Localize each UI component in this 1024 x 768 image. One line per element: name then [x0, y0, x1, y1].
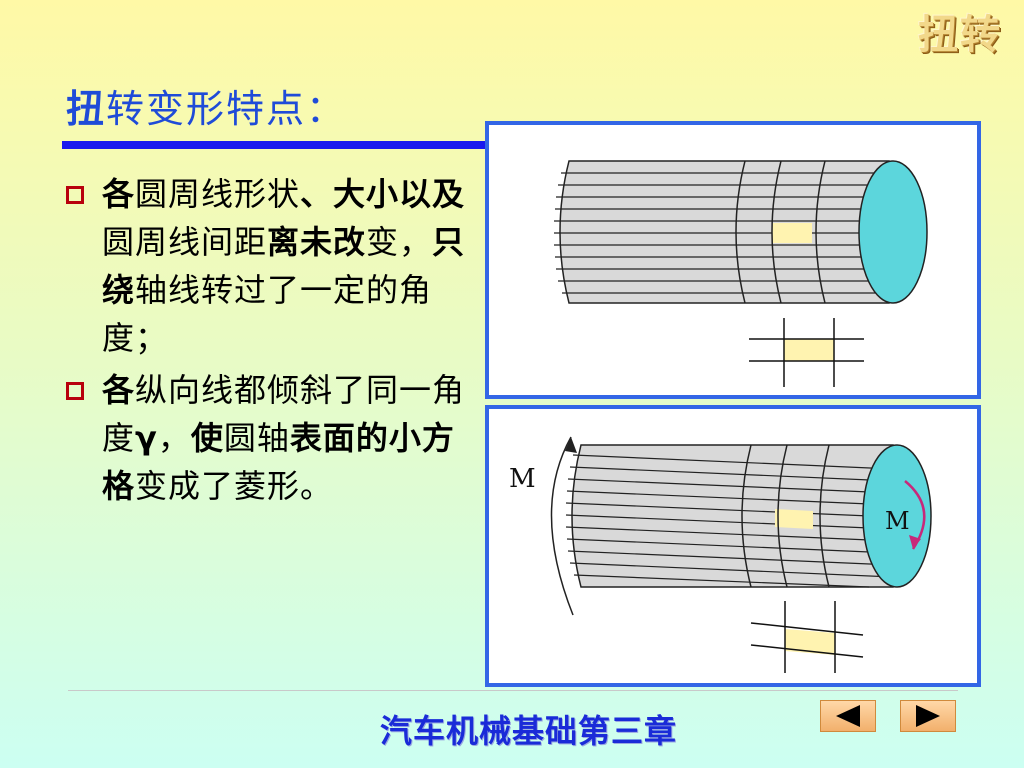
bullet-segment: 各 [102, 175, 136, 213]
square-bullet-icon [66, 382, 84, 400]
bullet-segment: 圆周线形状 [135, 175, 301, 213]
previous-slide-button[interactable] [820, 700, 876, 732]
bullet-item: 各圆周线形状、大小以及圆周线间距离未改变，只绕轴线转过了一定的角度； [66, 170, 471, 362]
moment-label-left: M [509, 464, 536, 494]
twisted-shaft-illustration: M M [509, 436, 932, 673]
footer-chapter-title: 汽车机械基础第三章 [380, 712, 678, 750]
moment-label-end: M [885, 507, 910, 535]
triangle-right-icon [916, 705, 940, 727]
triangle-left-icon [836, 705, 860, 727]
figure-undeformed-shaft [485, 121, 981, 399]
figure-twisted-shaft: M M [485, 405, 981, 687]
bullet-segment: 使 [190, 419, 224, 457]
bullet-segment: 圆轴 [223, 419, 290, 457]
page-title-rest: 转变形特点： [106, 87, 347, 131]
bullet-item: 各纵向线都倾斜了同一角度γ，使圆轴表面的小方格变成了菱形。 [66, 366, 471, 510]
bullet-text: 各圆周线形状、大小以及圆周线间距离未改变，只绕轴线转过了一定的角度； [102, 170, 471, 362]
bullet-segment: 变成了菱形。 [135, 467, 334, 505]
page-title: 扭转变形特点： [66, 78, 346, 133]
bullet-segment: γ [135, 419, 158, 457]
bullet-segment: 表面的小方格 [102, 419, 455, 505]
square-bullet-icon [66, 186, 84, 204]
bullet-segment: 只绕 [102, 223, 466, 309]
footer-rule [68, 690, 958, 691]
bullet-segment: 纵向线都倾斜了同一角度 [102, 371, 466, 457]
bullet-list: 各圆周线形状、大小以及圆周线间距离未改变，只绕轴线转过了一定的角度； 各纵向线都… [66, 170, 471, 514]
bullet-text: 各纵向线都倾斜了同一角度γ，使圆轴表面的小方格变成了菱形。 [102, 366, 471, 510]
title-rule [62, 141, 486, 149]
bullet-segment: ， [157, 419, 191, 457]
bullet-segment: 各 [102, 371, 136, 409]
bullet-segment: 圆周线间距 [102, 223, 268, 261]
bullet-segment: 轴线转过了一定的角度； [102, 271, 433, 357]
next-slide-button[interactable] [900, 700, 956, 732]
page-title-first-char: 扭 [66, 87, 107, 131]
corner-title: 扭转 [918, 11, 1002, 58]
bullet-segment: 离未改 [267, 223, 367, 261]
bullet-segment: 、大小以及 [300, 175, 466, 213]
undeformed-shaft-illustration [554, 160, 928, 387]
bullet-segment: 变， [366, 223, 433, 261]
